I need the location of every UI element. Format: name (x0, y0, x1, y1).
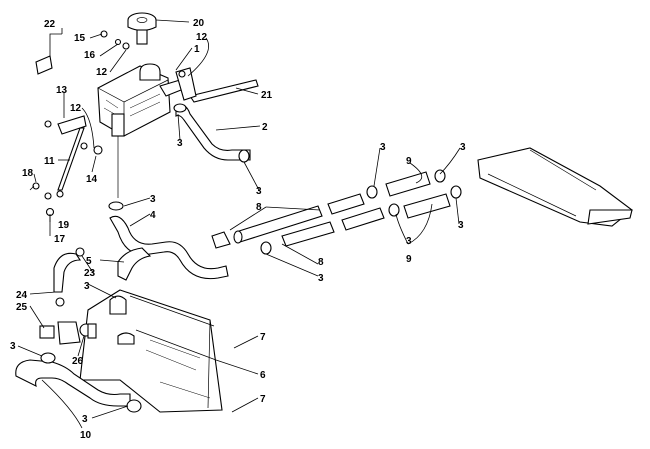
callout-11: 11 (44, 156, 55, 167)
callout-6: 6 (260, 370, 266, 381)
callout-3: 3 (84, 281, 90, 292)
callout-21: 21 (261, 90, 273, 101)
clamp (108, 201, 124, 211)
hose-4 (109, 215, 229, 281)
callout-17: 17 (54, 234, 66, 245)
callout-10: 10 (80, 430, 92, 441)
callout-3: 3 (380, 142, 386, 153)
callout-22: 22 (44, 19, 56, 30)
hose-24 (53, 247, 85, 307)
callout-12: 12 (96, 67, 108, 78)
small-hardware-top (100, 30, 186, 78)
reservoir-tank (97, 63, 187, 137)
callout-25: 25 (16, 302, 28, 313)
callout-2: 2 (262, 122, 268, 133)
hose-9 (366, 169, 462, 219)
clamp (211, 231, 231, 249)
callout-13: 13 (56, 85, 68, 96)
fittings-23-25-26 (39, 321, 97, 345)
callout-3: 3 (460, 142, 466, 153)
callout-16: 16 (84, 50, 96, 61)
hose-2 (173, 103, 251, 163)
tank-bracket (175, 67, 259, 103)
callout-19: 19 (58, 220, 70, 231)
callout-8: 8 (318, 257, 324, 268)
callout-12: 12 (196, 32, 208, 43)
callout-9: 9 (406, 156, 412, 167)
callout-7: 7 (260, 332, 266, 343)
callout-labels: 22 15 16 12 20 12 1 21 13 12 2 3 11 14 1… (10, 18, 466, 441)
callout-3: 3 (256, 186, 262, 197)
callout-26: 26 (72, 356, 84, 367)
callout-3: 3 (177, 138, 183, 149)
callout-23: 23 (84, 268, 96, 279)
callout-8: 8 (256, 202, 262, 213)
callout-15: 15 (74, 33, 86, 44)
leader-lines (17, 19, 461, 429)
callout-24: 24 (16, 290, 28, 301)
callout-14: 14 (86, 174, 98, 185)
callout-3: 3 (318, 273, 324, 284)
callout-3: 3 (10, 341, 16, 352)
callout-3: 3 (150, 194, 156, 205)
callout-4: 4 (150, 210, 156, 221)
heat-exchanger-front (79, 289, 223, 413)
callout-5: 5 (86, 256, 92, 267)
callout-7: 7 (260, 394, 266, 405)
callout-3: 3 (82, 414, 88, 425)
hose-8-upper (233, 193, 365, 244)
callout-12: 12 (70, 103, 82, 114)
callout-9: 9 (406, 254, 412, 265)
callout-3: 3 (406, 236, 412, 247)
mounting-bracket (32, 115, 103, 217)
decal (35, 55, 53, 75)
callout-20: 20 (193, 18, 205, 29)
hose-10 (15, 352, 142, 413)
callout-18: 18 (22, 168, 34, 179)
callout-3: 3 (458, 220, 464, 231)
radiator-cap (127, 12, 157, 45)
callout-1: 1 (194, 44, 200, 55)
hose-8-lower (260, 207, 385, 255)
heat-exchanger-rear (477, 147, 633, 227)
